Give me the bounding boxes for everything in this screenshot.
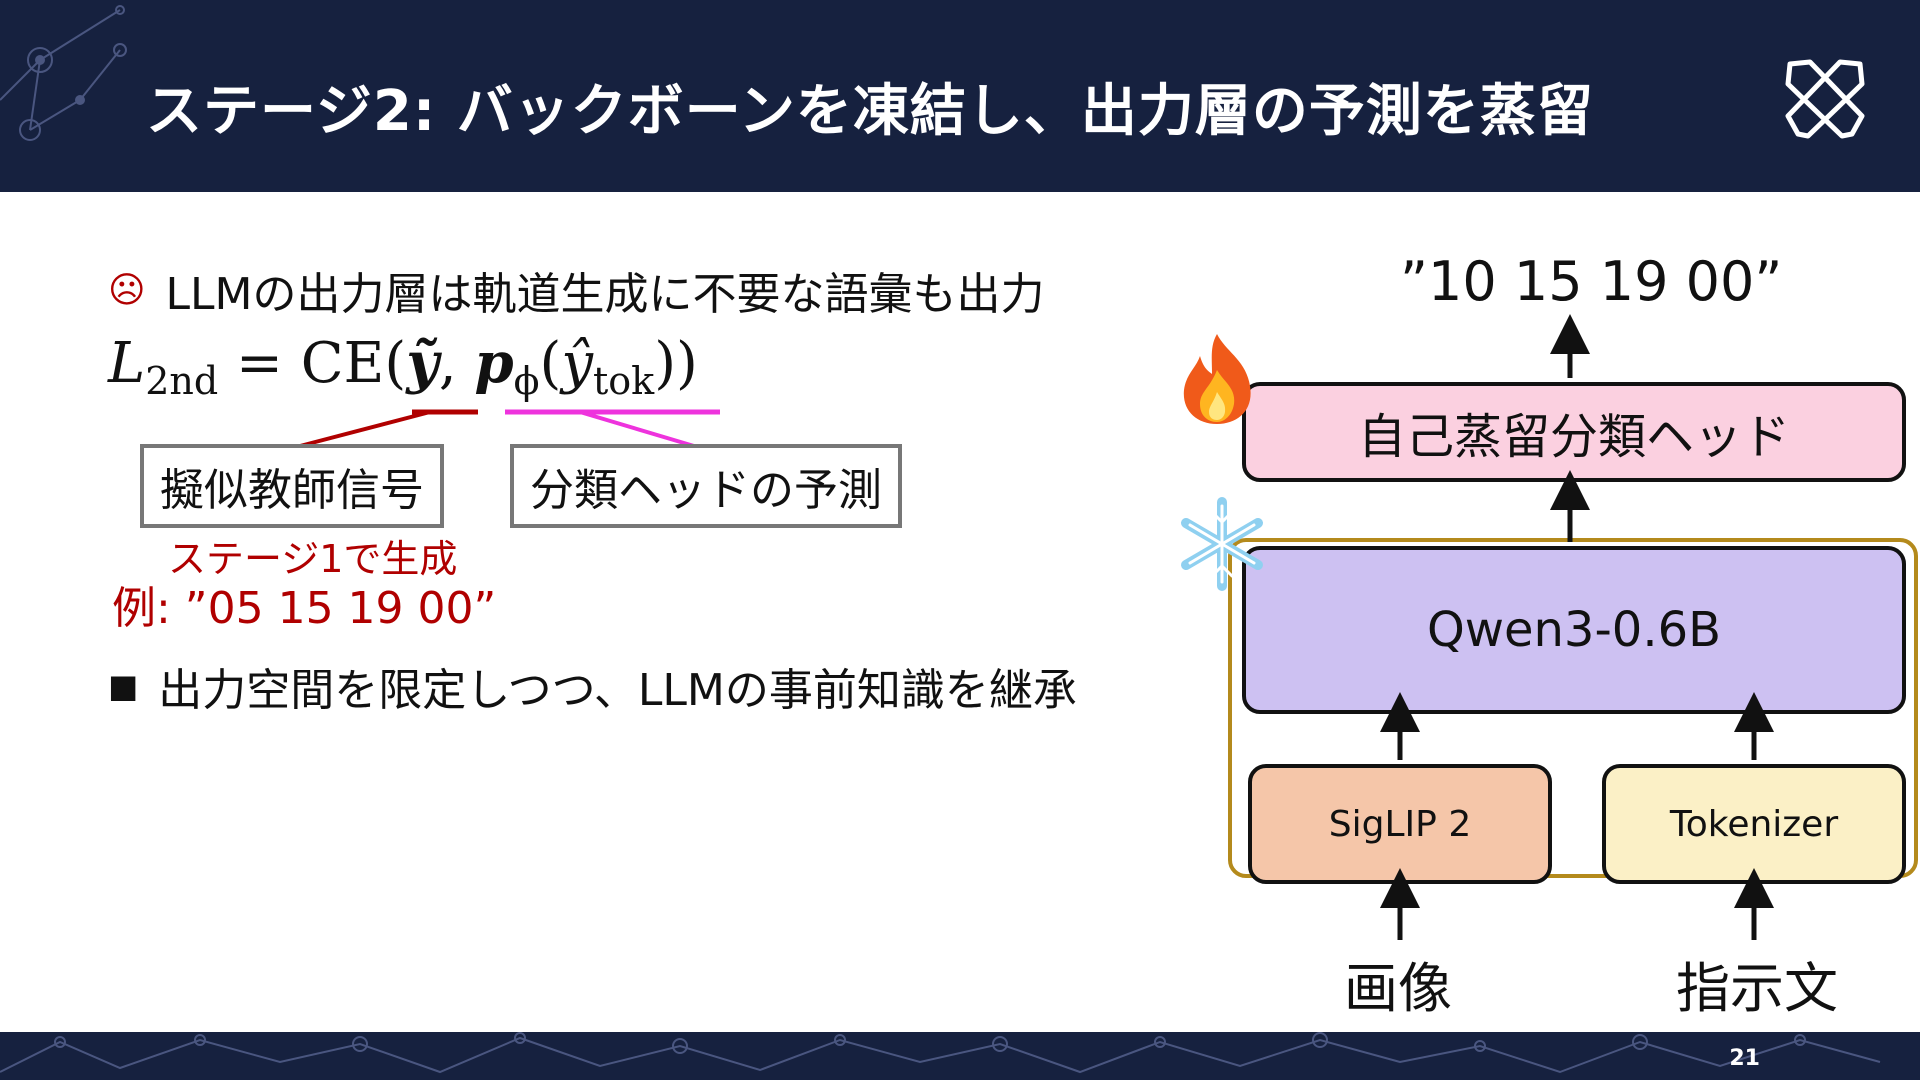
bullet-item-2: ■ 出力空間を限定しつつ、LLMの事前知識を継承 (108, 654, 1077, 718)
snowflake-icon (1181, 497, 1263, 591)
formula-equals: = CE( (218, 331, 407, 396)
head-prediction-box: 分類ヘッドの予測 (510, 444, 902, 528)
formula-close: )) (654, 331, 698, 396)
tokenizer-box: Tokenizer (1602, 764, 1906, 884)
formula-lhs-sub: 2nd (145, 359, 219, 404)
bullet-text-2: 出力空間を限定しつつ、LLMの事前知識を継承 (158, 665, 1077, 716)
frozen-backbone-frame (1228, 538, 1918, 878)
footer-bar: 21 (0, 1032, 1920, 1080)
formula-open: ( (539, 331, 562, 396)
formula-y-hat: ŷ (561, 331, 593, 396)
bullet-text-1: LLMの出力層は軌道生成に不要な語彙も出力 (165, 269, 1045, 320)
input-image-label: 画像 (1344, 957, 1452, 1020)
formula-p: p (474, 330, 514, 396)
example-text: 例: ”05 15 19 00” (112, 583, 497, 634)
slide-title: ステージ2: バックボーンを凍結し、出力層の予測を蒸留 (146, 79, 1594, 144)
page-number: 21 (1729, 1046, 1760, 1071)
output-string: ”10 15 19 00” (1400, 250, 1783, 313)
stage1-note: ステージ1で生成 (168, 537, 458, 581)
sad-face-icon: ☹ (108, 269, 146, 311)
formula-comma: , (438, 331, 475, 396)
formula-lhs: L (108, 331, 146, 396)
crossed-tools-logo-icon (1785, 59, 1865, 139)
square-bullet-icon: ■ (108, 667, 139, 705)
pseudo-teacher-box: 擬似教師信号 (140, 444, 444, 528)
backbone-box: Qwen3-0.6B (1242, 546, 1906, 714)
loss-formula: L2nd = CE(ỹ, pϕ(ŷtok)) (108, 330, 698, 403)
siglip-box: SigLIP 2 (1248, 764, 1552, 884)
fire-icon (1183, 334, 1251, 424)
network-decoration-footer (0, 1032, 1881, 1074)
formula-p-sub: ϕ (513, 359, 540, 404)
self-distill-head-box: 自己蒸留分類ヘッド (1242, 382, 1906, 482)
header-bar: ステージ2: バックボーンを凍結し、出力層の予測を蒸留 (0, 0, 1920, 192)
connector-pseudo-teacher (299, 410, 431, 448)
connector-head-prediction (579, 410, 695, 448)
formula-y-tilde: ỹ (406, 330, 439, 396)
network-decoration (0, 5, 127, 141)
bullet-item-1: ☹ LLMの出力層は軌道生成に不要な語彙も出力 (108, 258, 1045, 322)
input-text-label: 指示文 (1676, 957, 1838, 1020)
formula-y-hat-sub: tok (593, 359, 655, 404)
